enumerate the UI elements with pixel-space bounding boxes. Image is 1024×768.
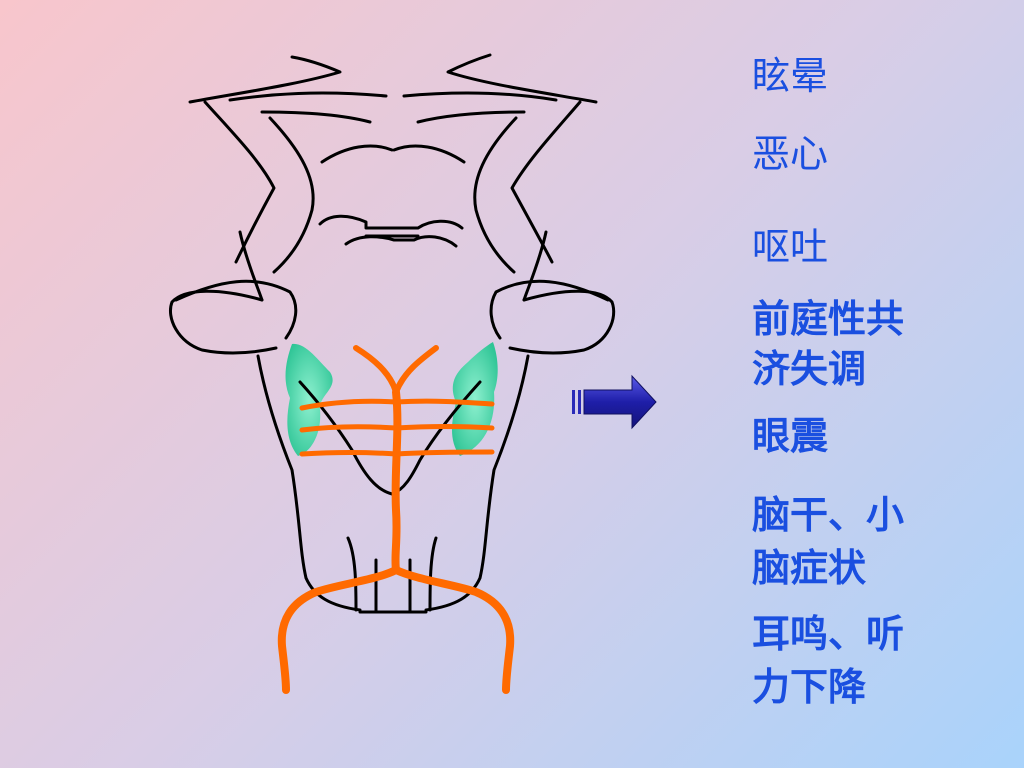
left-vestibular-nucleus	[285, 343, 333, 456]
symptom-nystagmus: 眼震	[752, 414, 829, 458]
symptom-vomiting: 呕吐	[752, 225, 829, 269]
symptom-vestibular-ataxia-line1: 前庭性共	[752, 297, 905, 341]
vertebrobasilar-arteries	[277, 345, 515, 694]
symptom-tinnitus-hearing-line1: 耳鸣、听	[752, 612, 905, 656]
symptom-brainstem-cerebellar-line1: 脑干、小	[752, 493, 905, 537]
brainstem-outline	[169, 53, 616, 614]
right-vestibular-nucleus	[452, 342, 498, 456]
symptom-list: 眩晕 恶心 呕吐 前庭性共 济失调 眼震 脑干、小 脑症状 耳鸣、听 力下降	[752, 0, 1012, 768]
right-arrow-icon	[572, 374, 657, 430]
symptom-brainstem-cerebellar-line2: 脑症状	[752, 546, 867, 590]
symptom-nausea: 恶心	[752, 132, 829, 176]
symptom-tinnitus-hearing-line2: 力下降	[752, 665, 867, 709]
symptom-vestibular-ataxia-line2: 济失调	[752, 347, 867, 391]
symptom-vertigo: 眩晕	[752, 54, 829, 98]
